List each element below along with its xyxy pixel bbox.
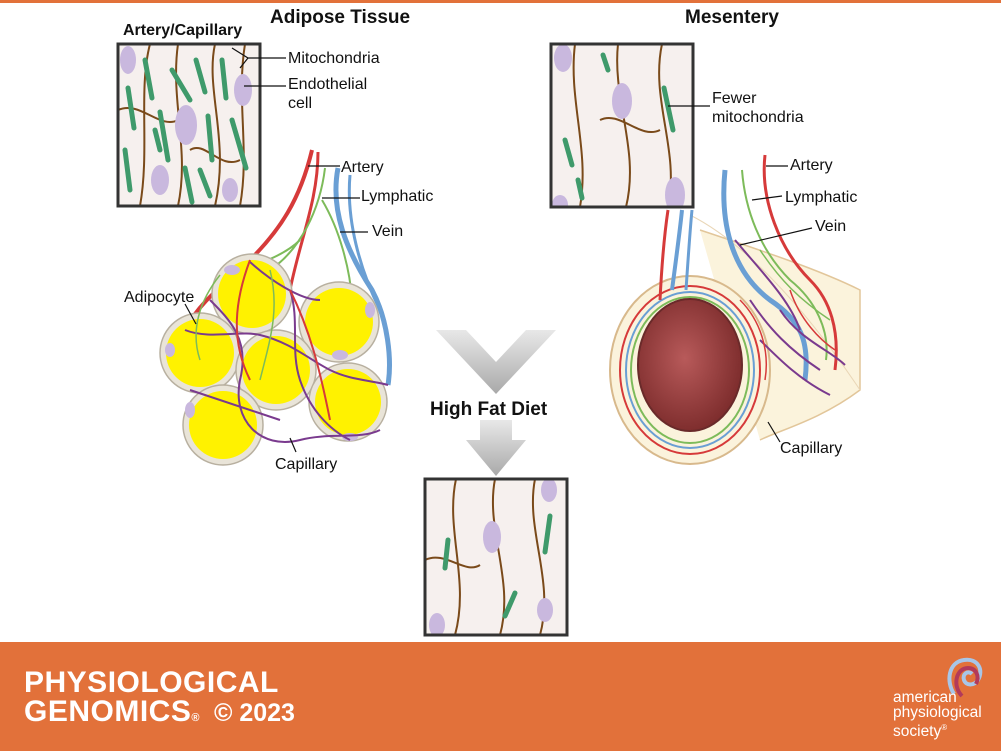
- capillary-label-left: Capillary: [275, 456, 337, 473]
- adipose-tissue-illustration: [159, 149, 392, 466]
- endothelial-label-line2: cell: [288, 95, 312, 112]
- society-name: american physiological society®: [893, 689, 982, 741]
- artery-label-right: Artery: [790, 157, 833, 174]
- footer-bar: [0, 642, 1001, 751]
- lymphatic-label-right: Lymphatic: [785, 189, 857, 206]
- lymphatic-label-left: Lymphatic: [361, 188, 433, 205]
- inset-a-callouts: [231, 47, 286, 87]
- endothelial-label-line1: Endothelial: [288, 76, 367, 93]
- fewer-mitochondria-label-line1: Fewer: [712, 90, 757, 107]
- society-registered-mark: ®: [941, 723, 948, 732]
- mesentery-illustration: [609, 154, 861, 465]
- journal-title-line2: GENOMICS: [24, 695, 192, 728]
- adipose-callouts: [184, 165, 368, 453]
- fewer-mitochondria-label-line2: mitochondria: [712, 109, 804, 126]
- mesentery-endothelium-inset: [549, 42, 695, 209]
- high-fat-diet-label: High Fat Diet: [430, 399, 548, 420]
- artery-capillary-title: Artery/Capillary: [123, 22, 242, 39]
- society-line1: american: [893, 689, 957, 706]
- capillary-label-right: Capillary: [780, 440, 842, 457]
- mesentery-callouts: [739, 165, 813, 443]
- diagram-canvas: Adipose Tissue Mesentery Artery/Capillar…: [116, 7, 861, 637]
- down-arrow-icon: [436, 330, 556, 476]
- mesentery-title: Mesentery: [685, 7, 779, 28]
- artery-label-left: Artery: [341, 159, 384, 176]
- adipose-endothelium-inset: [116, 42, 262, 208]
- journal-title-line1: PHYSIOLOGICAL: [24, 666, 279, 699]
- journal-title: PHYSIOLOGICAL GENOMICS ® © 2023: [24, 668, 295, 733]
- adipocyte-label: Adipocyte: [124, 289, 194, 306]
- aps-loop-logo-icon: [947, 657, 983, 698]
- society-line2: physiological: [893, 704, 982, 721]
- vein-label-right: Vein: [815, 218, 846, 235]
- mitochondria-label: Mitochondria: [288, 50, 380, 67]
- high-fat-diet-inset: [423, 477, 569, 637]
- registered-mark: ®: [191, 712, 200, 724]
- adipose-tissue-title: Adipose Tissue: [270, 7, 410, 28]
- vein-label-left: Vein: [372, 223, 403, 240]
- top-accent-line: [0, 0, 1001, 3]
- society-line3: society: [893, 723, 942, 741]
- copyright-text: © 2023: [213, 699, 295, 727]
